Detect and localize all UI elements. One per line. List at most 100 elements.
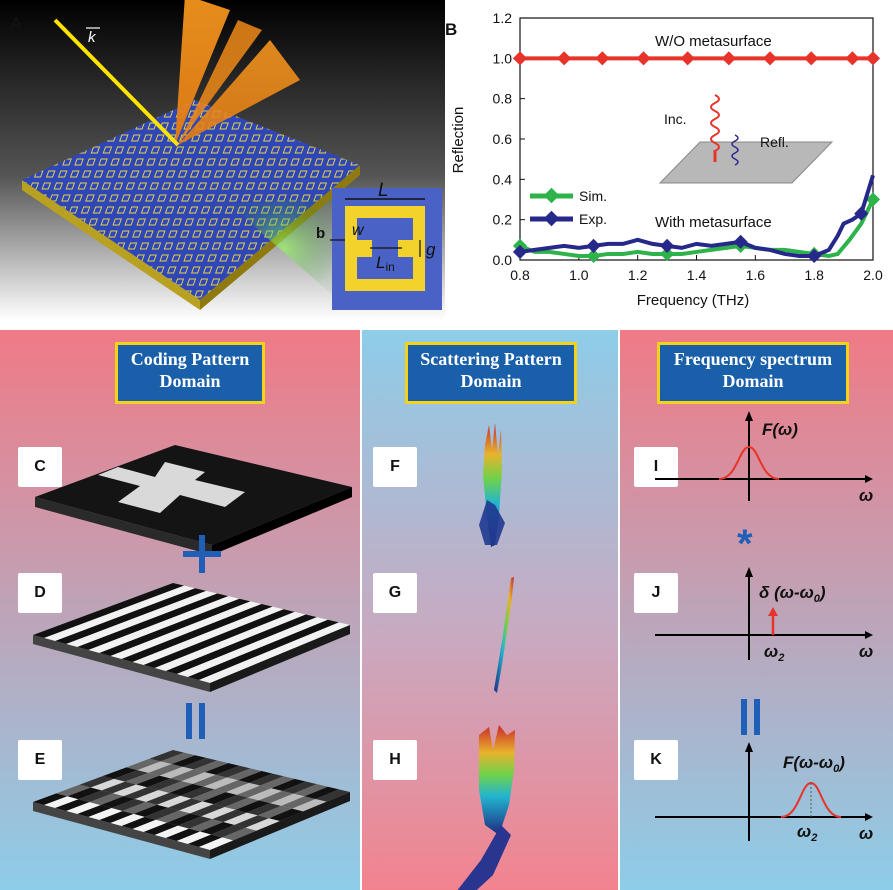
series-marker-0: [762, 51, 778, 66]
board-cell: [79, 776, 115, 788]
equals-sign: [186, 703, 205, 739]
board-cell: [160, 752, 196, 765]
spectrum-j: δ (ω-ω0) ω2 ω: [655, 567, 873, 664]
board-edge: [210, 625, 350, 692]
board-cell: [55, 799, 90, 811]
series-marker-1: [586, 248, 601, 264]
series-marker-2: [807, 248, 822, 264]
panel-label-i: I: [634, 447, 678, 487]
series-marker-0: [680, 51, 695, 66]
reflected-beam-1: [175, 0, 230, 145]
series-marker-0: [721, 51, 736, 66]
board-cell: [238, 771, 273, 783]
board-cell: [192, 774, 228, 787]
board-cell: [122, 801, 158, 814]
board-cell: [103, 767, 138, 779]
y-axis-label: Reflection: [450, 107, 467, 174]
board-stripe: [55, 588, 207, 644]
panel-label-k: K: [634, 740, 678, 780]
board-c: [35, 445, 352, 555]
board-cell: [248, 788, 283, 801]
board-cell: [223, 812, 258, 825]
panel-label-e: E: [18, 740, 62, 780]
frequency-spectra: F(ω) ω * δ (ω-ω0) ω2 ω F(ω-ω0) ω2 ω: [655, 411, 873, 844]
board-cell: [211, 824, 246, 838]
board-cell: [158, 781, 193, 793]
series-marker-2: [733, 234, 748, 249]
panel-label-d: D: [18, 573, 62, 613]
board-cell: [169, 783, 204, 796]
board-cell: [149, 750, 185, 762]
metasurface-board-side: [22, 180, 200, 310]
board-stripe: [132, 606, 284, 665]
board-stripe: [187, 619, 339, 680]
board-cell: [201, 806, 236, 820]
board-cell: [202, 792, 237, 805]
board-cell: [110, 813, 145, 826]
annotation-with: With metasurface: [655, 214, 772, 231]
board-stripe: [99, 598, 251, 656]
x-tick-label: 1.2: [628, 267, 648, 283]
x-tick-label: 1.6: [746, 267, 766, 283]
board-cell: [304, 786, 339, 799]
board-cell: [225, 782, 261, 795]
board-cell: [66, 802, 101, 814]
series-marker-0: [804, 51, 819, 66]
board-cell: [144, 807, 180, 820]
panel-label-c: C: [18, 447, 62, 487]
dim-w-label: w: [352, 222, 365, 239]
inset-b-label: b: [316, 225, 325, 242]
board-stripe: [176, 617, 328, 677]
series-marker-0: [595, 51, 610, 66]
spectrum-i: F(ω) ω: [655, 411, 873, 505]
board-cell: [245, 818, 280, 831]
inset-slab: [660, 142, 832, 183]
board-stripe: [33, 583, 185, 638]
panel-label-h: H: [373, 740, 417, 780]
board-cell: [170, 769, 205, 782]
panel-label-g: G: [373, 573, 417, 613]
cross: [98, 462, 245, 513]
board-cell: [165, 828, 201, 841]
unit-cell-ring: [345, 206, 425, 291]
board-cell: [214, 780, 250, 793]
board-cell: [111, 799, 147, 811]
board-cell: [249, 773, 284, 786]
board-cell: [56, 784, 91, 797]
inset-inc-label: Inc.: [664, 111, 687, 127]
series-marker-2: [586, 238, 601, 253]
spectrum-i-axis-label: ω: [859, 486, 873, 505]
board-cell: [271, 778, 306, 791]
series-marker-0: [557, 51, 572, 66]
spectrum-k-marker: ω2: [797, 822, 817, 844]
board-cell: [180, 786, 215, 799]
column-divider-1: [360, 330, 362, 890]
scattering-f: [479, 423, 505, 547]
board-cell: [182, 757, 218, 770]
board-d: [33, 583, 350, 692]
panel-label-a: A: [10, 14, 23, 33]
spectrum-k-axis-label: ω: [859, 824, 873, 843]
inc-refl-inset: Inc. Refl.: [658, 94, 834, 184]
board-cell: [212, 809, 247, 823]
board-stripe: [66, 590, 218, 647]
series-marker-2: [512, 244, 528, 260]
legend-sim-marker: [543, 187, 560, 204]
annotation-without: W/O metasurface: [655, 33, 772, 50]
board-cell: [137, 761, 172, 773]
spectrum-i-curve: [718, 445, 780, 480]
board-cell: [222, 827, 257, 841]
spectrum-k-label: F(ω-ω0): [783, 753, 845, 775]
reflected-wave: [731, 134, 739, 166]
convolve-sign: *: [737, 522, 753, 566]
coding-boards: [33, 445, 352, 859]
board-e: [33, 750, 350, 859]
board-cell: [181, 772, 217, 784]
x-tick-label: 2.0: [863, 267, 883, 283]
k-vector-label: k: [88, 29, 97, 46]
board-stripe: [44, 585, 196, 641]
board-cell: [189, 819, 224, 832]
